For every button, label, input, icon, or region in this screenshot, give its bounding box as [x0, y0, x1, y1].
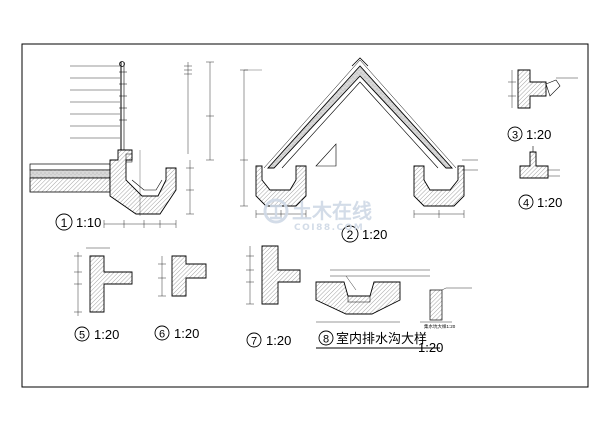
detail-5-label: 5 1:20 [74, 326, 119, 342]
detail-6-scale: 1:20 [174, 326, 199, 341]
detail-8-drawing [315, 269, 472, 323]
detail-2-label: 2 1:20 [341, 225, 387, 243]
detail-1-number: 1 [61, 216, 68, 230]
detail-3-label: 3 1:20 [507, 126, 551, 142]
watermark-en: COI88.COM [294, 223, 364, 233]
watermark-cn: 土木在线 [292, 199, 372, 223]
detail-5-number: 5 [79, 330, 85, 342]
detail-2-drawing [240, 57, 478, 218]
detail-4-scale: 1:20 [537, 195, 562, 210]
detail-7-marker [246, 332, 262, 348]
detail-7-scale: 1:20 [266, 333, 291, 348]
detail-1-drawing [29, 61, 214, 228]
detail-1-marker [55, 213, 73, 231]
detail-5-marker [74, 326, 90, 342]
detail-4-drawing [519, 146, 560, 179]
drawing-frame [21, 43, 589, 388]
watermark-logo-icon [263, 198, 289, 224]
detail-4-marker [518, 194, 534, 210]
detail-8-scale: 1:20 [418, 340, 443, 355]
detail-3-scale: 1:20 [526, 127, 551, 142]
detail-5-drawing [74, 247, 133, 316]
detail-6-number: 6 [159, 329, 165, 341]
detail-4-label: 4 1:20 [518, 194, 562, 210]
detail-8-label: 8 室内排水沟大样 1:20 [316, 330, 443, 355]
detail-7-number: 7 [251, 336, 257, 348]
detail-6-drawing [158, 255, 207, 297]
detail-3-drawing [508, 69, 578, 109]
detail-2-number: 2 [347, 228, 354, 242]
detail-7-label: 7 1:20 [246, 332, 291, 348]
detail-2-marker [341, 225, 359, 243]
detail-1-scale: 1:10 [76, 215, 101, 230]
detail-1-label: 1 1:10 [55, 213, 101, 231]
detail-5-scale: 1:20 [94, 327, 119, 342]
detail-8-number: 8 [323, 334, 329, 346]
detail-3-number: 3 [512, 130, 518, 142]
watermark: 土木在线 COI88.COM [263, 198, 372, 233]
detail-2-scale: 1:20 [362, 227, 387, 242]
detail-6-marker [154, 325, 170, 341]
detail-8-marker [318, 330, 334, 346]
pit-detail-note: 集水坑大样1:20 [424, 323, 456, 330]
detail-3-marker [507, 126, 523, 142]
detail-4-number: 4 [523, 198, 529, 210]
detail-6-label: 6 1:20 [154, 325, 199, 341]
detail-7-drawing [246, 245, 301, 305]
detail-8-title: 室内排水沟大样 [336, 331, 427, 346]
